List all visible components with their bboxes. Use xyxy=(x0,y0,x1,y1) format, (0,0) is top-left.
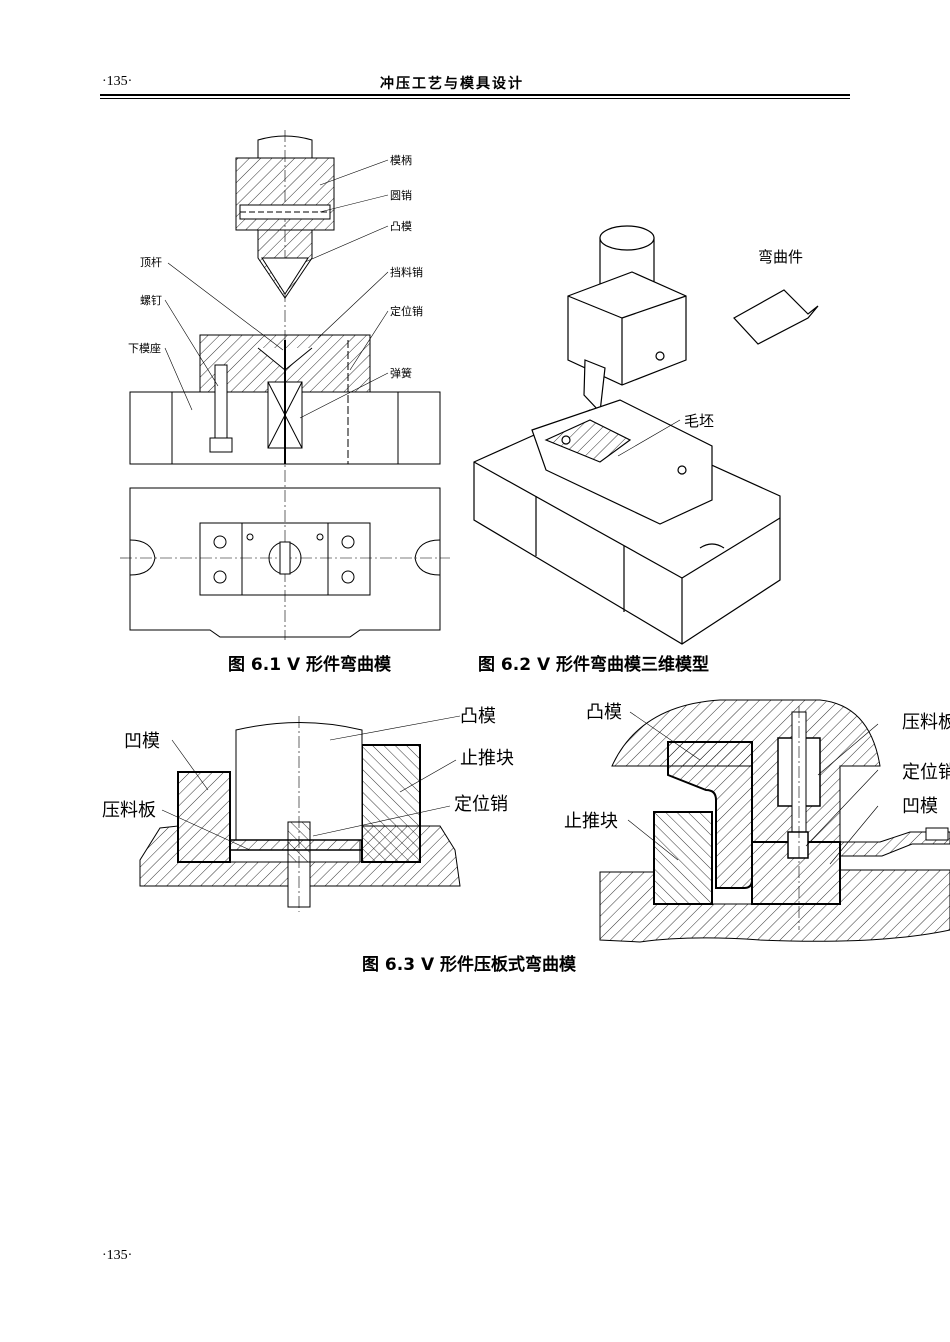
fig1-label-tanhuang: 弹簧 xyxy=(390,366,412,380)
fig1-label-dingan: 顶杆 xyxy=(140,255,162,269)
fig1-label-luoding: 螺钉 xyxy=(140,294,162,307)
fig1-label-tumo: 凸模 xyxy=(390,220,412,233)
header-title: 冲压工艺与模具设计 xyxy=(380,76,524,92)
figure-6-2-caption: 图 6.2 V 形件弯曲模三维模型 xyxy=(478,655,710,675)
fig1-label-xiamozuo: 下模座 xyxy=(128,341,161,355)
fig1-label-yuanxiao: 圆销 xyxy=(390,188,412,202)
fig3-right-label-dingweixiao: 定位销 xyxy=(902,762,950,783)
fig2-label-wanqujian: 弯曲件 xyxy=(758,248,803,266)
header-page-number: ·135· xyxy=(102,74,133,89)
figure-6-1-caption: 图 6.1 V 形件弯曲模 xyxy=(228,655,392,675)
fig3-left-label-zhituikuai: 止推块 xyxy=(460,748,514,769)
header-rule-thin xyxy=(100,98,850,99)
figure-6-3-caption: 图 6.3 V 形件压板式弯曲模 xyxy=(362,955,577,975)
figure-6-3-right-drawing xyxy=(599,699,950,943)
fig3-right-label-zhituikuai: 止推块 xyxy=(564,811,618,832)
fig3-right-label-aomo: 凹模 xyxy=(902,796,938,817)
fig2-label-maopi: 毛坯 xyxy=(684,412,714,430)
fig3-right-label-yaliaoban: 压料板 xyxy=(902,712,950,733)
fig3-left-label-yaliaoban: 压料板 xyxy=(102,800,156,821)
fig1-label-dingweixiao: 定位销 xyxy=(390,304,423,318)
fig1-label-mobing: 模柄 xyxy=(390,154,412,167)
fig3-left-label-dingweixiao: 定位销 xyxy=(454,794,508,815)
figure-6-2-drawing xyxy=(473,225,819,645)
fig3-right-label-tumo: 凸模 xyxy=(586,702,622,723)
figure-6-3-left-drawing xyxy=(139,715,461,912)
figure-6-1-drawing xyxy=(120,130,450,640)
footer-page-number: ·135· xyxy=(102,1248,133,1263)
header-rule xyxy=(100,94,850,96)
fig1-label-dangliaoxiao: 挡料销 xyxy=(390,265,423,279)
fig3-left-label-aomo: 凹模 xyxy=(124,731,160,752)
fig3-left-label-tumo: 凸模 xyxy=(460,706,496,727)
